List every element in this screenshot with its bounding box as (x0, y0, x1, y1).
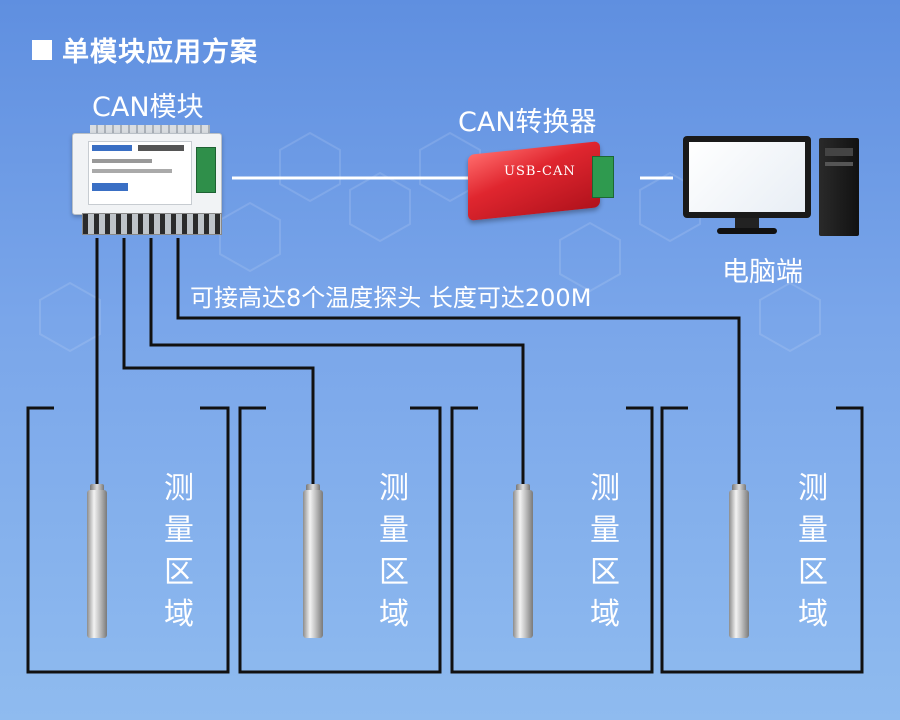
can-converter-label: CAN转换器 (458, 107, 597, 138)
pc-tower-icon (819, 138, 859, 236)
zone-containers (26, 406, 864, 674)
zone-box-2 (238, 406, 442, 674)
probe-wire-2 (122, 238, 315, 492)
page-title: 单模块应用方案 (32, 30, 258, 69)
can-module-device-icon (68, 125, 228, 237)
zone-label-4: 测量区域 (798, 471, 828, 632)
converter-print-text: USB-CAN (504, 164, 576, 179)
tower-drive-slot (825, 148, 853, 156)
temperature-probe-icon (729, 490, 749, 638)
probe-wire-4 (176, 238, 741, 492)
zone-box-4 (660, 406, 864, 674)
can-module-label: CAN模块 (92, 92, 204, 123)
module-green-connector (196, 147, 216, 193)
computer-icon (683, 130, 873, 240)
zone-label-2: 测量区域 (379, 471, 409, 632)
probe-wire-3 (149, 238, 525, 492)
module-model-plate (138, 145, 184, 151)
probe-capacity-note: 可接高达8个温度探头 长度可达200M (190, 284, 592, 312)
temperature-probe-icon (87, 490, 107, 638)
zone-label-1: 测量区域 (164, 471, 194, 632)
temperature-probe-icon (513, 490, 533, 638)
module-front-panel (88, 141, 192, 205)
module-badge (92, 145, 132, 151)
title-square-icon (32, 39, 52, 60)
monitor-base (717, 228, 777, 234)
module-top-terminals (90, 125, 210, 135)
monitor-icon (683, 136, 811, 218)
module-print-line (92, 159, 152, 163)
tower-drive-slot (825, 162, 853, 166)
module-print-line (92, 169, 172, 173)
monitor-screen (689, 142, 805, 212)
probe-wires (95, 238, 741, 492)
pc-label: 电脑端 (722, 257, 803, 288)
converter-green-connector (592, 156, 614, 198)
usb-can-converter-icon: USB-CAN (468, 141, 618, 222)
zone-box-1 (26, 406, 230, 674)
zone-label-3: 测量区域 (590, 471, 620, 632)
temperature-probe-icon (303, 490, 323, 638)
module-bottom-terminals (82, 213, 222, 235)
monitor-neck (735, 218, 759, 228)
module-logo-block (92, 183, 128, 191)
zone-box-3 (450, 406, 654, 674)
page-title-text: 单模块应用方案 (62, 37, 258, 68)
converter-body (468, 141, 600, 221)
